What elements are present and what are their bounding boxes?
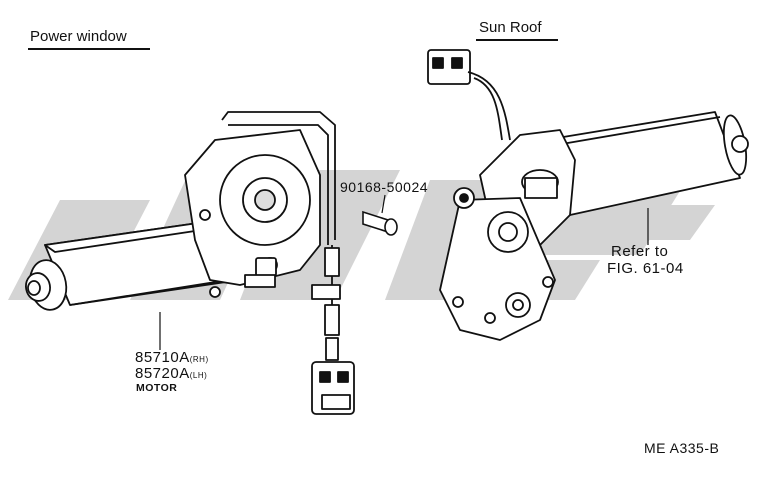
- lh-side-tag: (LH): [189, 371, 208, 380]
- motor-label: MOTOR: [136, 382, 178, 394]
- drawing-code: ME A335-B: [644, 440, 720, 456]
- refer-to-label: Refer to: [611, 243, 669, 260]
- lh-part-no: 85720A: [135, 365, 190, 382]
- rh-motor-part-number: 85710A(RH): [135, 350, 209, 365]
- lh-motor-part-number: 85720A(LH): [135, 366, 207, 381]
- sun-roof-underline: [476, 39, 558, 41]
- leader-lines: [159, 194, 649, 350]
- power-window-motor: [25, 111, 355, 415]
- sun-roof-heading: Sun Roof: [479, 19, 542, 36]
- rh-side-tag: (RH): [189, 355, 209, 364]
- power-window-underline: [28, 48, 150, 50]
- screw-part: [362, 210, 398, 236]
- refer-to-figure: FIG. 61-04: [607, 260, 684, 277]
- screw-part-number: 90168-50024: [340, 179, 429, 195]
- rh-part-no: 85710A: [135, 349, 190, 366]
- sun-roof-motor: [427, 49, 749, 341]
- power-window-heading: Power window: [30, 28, 127, 45]
